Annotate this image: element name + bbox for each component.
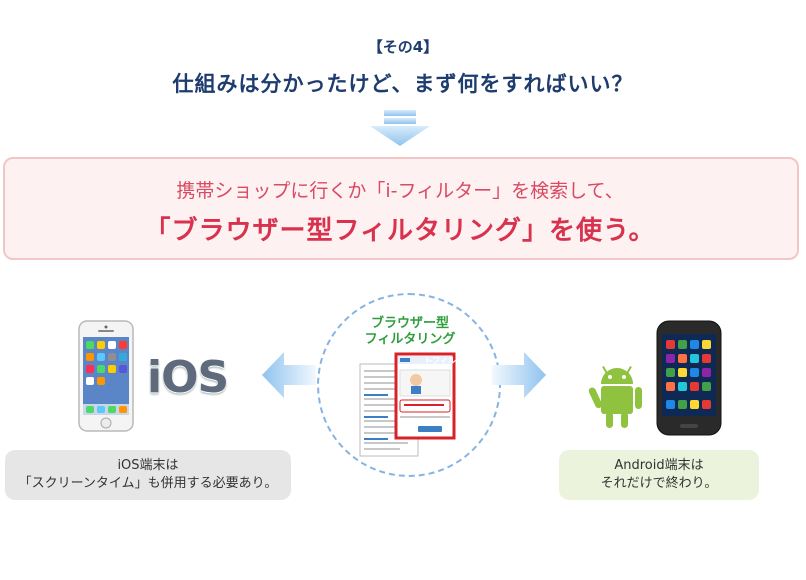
android-caption-line-1: Android端末は (614, 458, 704, 473)
android-caption: Android端末は それだけで終わり。 (559, 450, 759, 500)
filter-app-name: i-フィルター (426, 356, 472, 365)
iphone-icon (78, 320, 134, 432)
android-robot-icon (588, 366, 642, 428)
down-arrow-icon (370, 110, 430, 146)
right-arrow-icon (492, 352, 546, 398)
ios-logo: iOS (147, 352, 229, 403)
answer-line-2: 「ブラウザー型フィルタリング」を使う。 (144, 216, 656, 246)
filter-title-line-1: ブラウザー型 (370, 316, 449, 331)
filter-title: ブラウザー型 フィルタリング (340, 316, 480, 348)
browser-filter-screenshot (359, 352, 456, 457)
filter-title-line-2: フィルタリング (364, 332, 456, 347)
android-phone-icon (656, 320, 722, 436)
ios-caption-line-1: iOS端末は (117, 458, 179, 473)
question-heading: 仕組みは分かったけど、まず何をすればいい？ (172, 72, 634, 96)
step-label: 【その4】 (367, 38, 439, 56)
answer-line-1: 携帯ショップに行くか「i-フィルター」を検索して、 (176, 180, 624, 202)
ios-caption-line-2: 「スクリーンタイム」も併用する必要あり。 (18, 476, 278, 491)
left-arrow-icon (262, 352, 316, 398)
ios-caption: iOS端末は 「スクリーンタイム」も併用する必要あり。 (5, 450, 291, 500)
answer-box (3, 157, 799, 260)
android-caption-line-2: それだけで終わり。 (600, 476, 718, 491)
